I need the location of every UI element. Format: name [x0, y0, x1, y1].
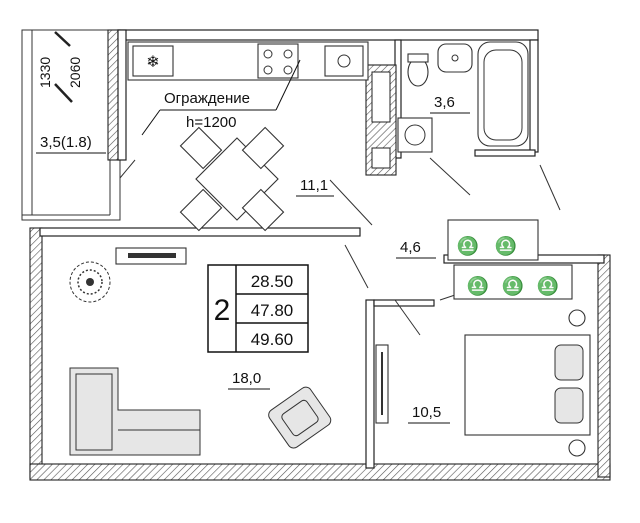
wall-kitchen-left	[117, 29, 127, 161]
chair	[179, 188, 223, 232]
wall-left	[29, 227, 43, 479]
hanger-icon: ♎	[502, 275, 524, 296]
wall-bath-right	[529, 39, 539, 153]
hanger-icon: ♎	[457, 235, 479, 256]
bathroom-area: 3,6	[434, 94, 455, 111]
kitchen-counter: ❄	[127, 41, 369, 81]
washer-drum-icon	[404, 124, 426, 146]
bedroom-wardrobe	[453, 264, 573, 300]
door-swing	[429, 157, 471, 196]
window-tick	[54, 31, 71, 47]
wall-bottom	[29, 463, 611, 481]
bedroom-furniture	[375, 309, 591, 457]
wall-living-bedroom	[365, 299, 375, 469]
wardrobe-hangers: ♎ ♎ ♎ ♎ ♎	[453, 235, 573, 300]
snowflake-icon: ❄	[146, 54, 159, 71]
window-tick	[54, 83, 73, 103]
living-area: 18,0	[232, 370, 261, 387]
corner-sofa	[69, 367, 201, 456]
area-summary-table: 2 28.50 47.80 49.60	[207, 264, 309, 353]
dining-set	[179, 126, 285, 232]
bathtub-inner	[483, 49, 523, 141]
wall-bedroom-top	[373, 299, 435, 307]
fence-leader-line	[141, 109, 161, 136]
burner-icon	[283, 65, 293, 75]
plant-icon	[69, 261, 111, 303]
washing-machine	[397, 117, 433, 153]
shaft-duct	[371, 71, 391, 123]
pillow	[554, 387, 584, 424]
kitchen-sink	[324, 45, 364, 77]
basin-drain-icon	[451, 54, 459, 62]
balcony-area: 3,5(1.8)	[40, 134, 92, 151]
area-living: 28.50	[251, 272, 294, 291]
wall-bath-bottom	[474, 149, 536, 157]
fence-leader-line	[275, 59, 301, 111]
armchair	[268, 386, 332, 449]
nightstand-lamp-icon	[568, 309, 586, 327]
stove	[257, 43, 299, 79]
window-dim-second: 2060	[67, 57, 83, 88]
hanger-icon: ♎	[537, 275, 559, 296]
area-with-balcony: 49.60	[251, 330, 294, 349]
door-swing	[329, 179, 373, 226]
living-furniture	[69, 247, 332, 456]
pillow	[554, 344, 584, 381]
balcony	[21, 29, 136, 221]
bathroom-fixtures	[397, 41, 529, 153]
burner-icon	[263, 49, 273, 59]
summary-frame	[207, 264, 309, 353]
chair	[241, 188, 285, 232]
kitchen-area: 11,1	[300, 177, 328, 194]
sofa-cushion	[75, 373, 113, 451]
tv	[128, 253, 176, 258]
washbasin	[437, 43, 473, 73]
fence-height: h=1200	[186, 114, 236, 131]
balcony-door-swing	[119, 159, 136, 179]
burner-icon	[283, 49, 293, 59]
area-total: 47.80	[251, 301, 294, 320]
bedroom-area: 10,5	[412, 404, 441, 421]
burner-icon	[263, 65, 273, 75]
door-swings	[329, 157, 561, 336]
sink-drain-icon	[337, 54, 351, 68]
chair	[179, 126, 223, 170]
chair	[241, 126, 285, 170]
shaft-duct	[371, 147, 391, 169]
hanger-icon: ♎	[495, 235, 517, 256]
bathtub	[477, 41, 529, 147]
door-swing	[344, 244, 369, 289]
hall-wardrobe	[447, 219, 539, 261]
fence-title: Ограждение	[164, 90, 250, 107]
window-dim-first: 1330	[37, 57, 53, 88]
room-count: 2	[214, 294, 231, 327]
wall-right	[597, 254, 611, 478]
hall-area: 4,6	[400, 239, 421, 256]
wall-top	[117, 29, 539, 41]
walls	[29, 29, 611, 481]
door-swing	[539, 164, 561, 211]
fence-note: Ограждение h=1200	[141, 59, 301, 136]
hanger-icon: ♎	[467, 275, 489, 296]
toilet-tank	[407, 53, 429, 63]
armchair-seat	[281, 399, 319, 437]
door-swing	[394, 299, 421, 336]
room-labels: 11,1 3,6 4,6 18,0 10,5 3,5(1.8)	[36, 94, 470, 424]
nightstand-lamp-icon	[568, 439, 586, 457]
fridge	[132, 45, 174, 77]
